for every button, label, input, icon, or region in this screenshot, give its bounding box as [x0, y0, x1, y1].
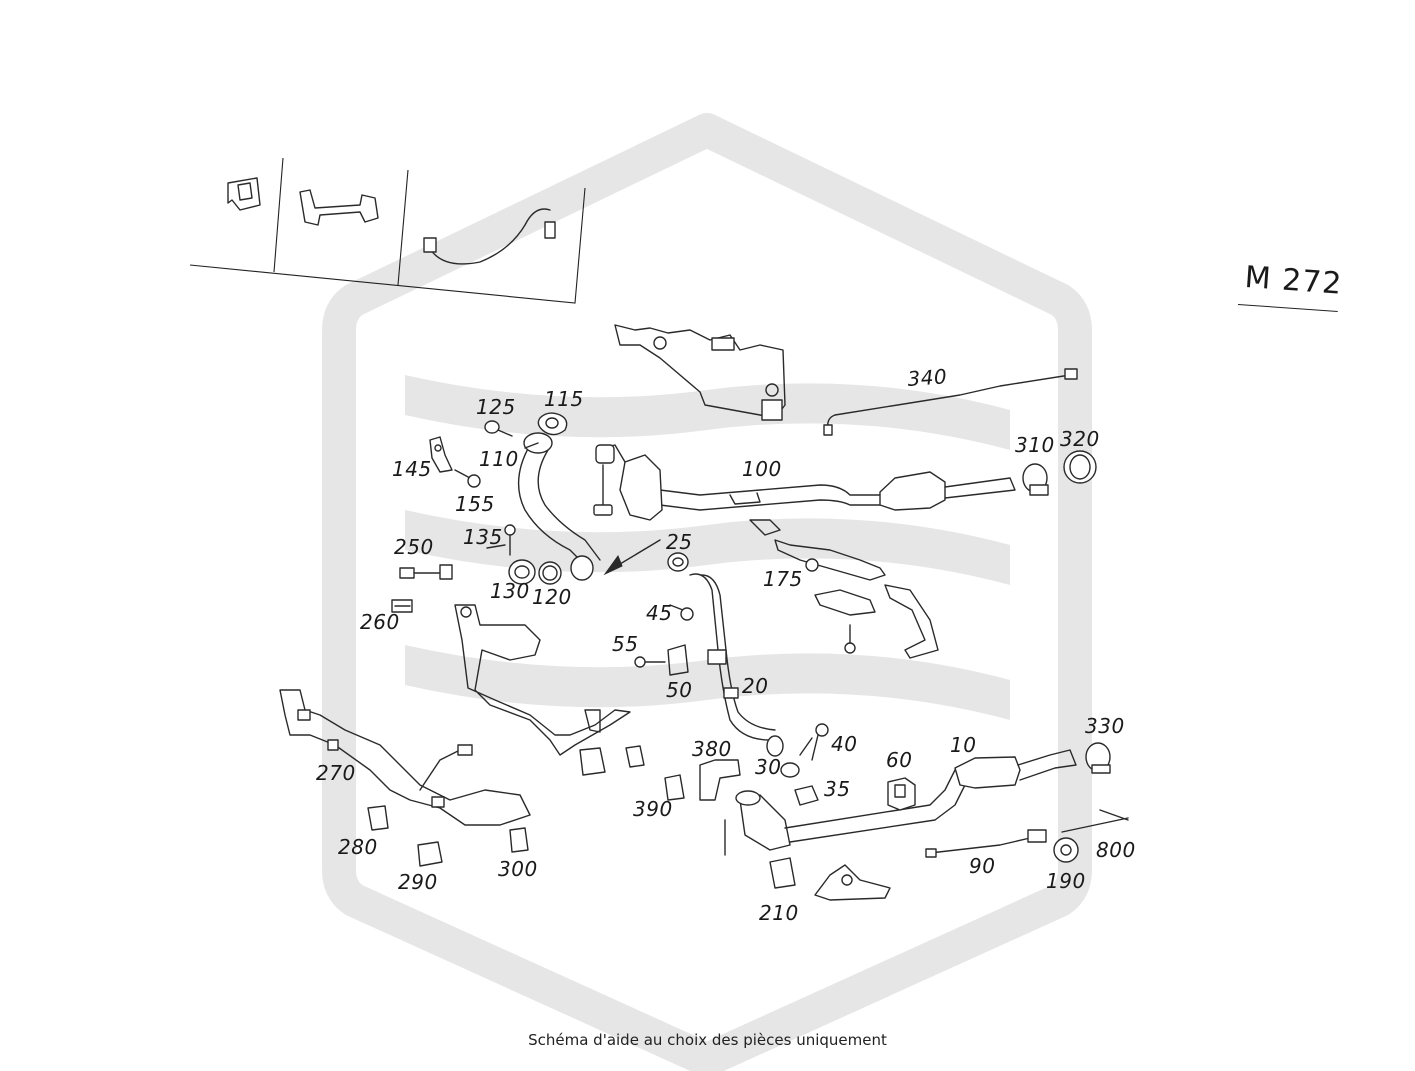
callout-135[interactable]: 135 [463, 525, 503, 549]
bolt-135 [504, 524, 516, 556]
exhaust-hanger [814, 864, 891, 901]
direction-arrow [603, 539, 661, 576]
bolt-45 [669, 604, 694, 621]
callout-40[interactable]: 40 [831, 732, 857, 756]
bolt-55 [634, 656, 666, 668]
callout-250[interactable]: 250 [394, 535, 434, 559]
callout-25[interactable]: 25 [666, 530, 692, 554]
callout-55[interactable]: 55 [612, 632, 638, 656]
callout-120[interactable]: 120 [532, 585, 572, 609]
inset-panel [189, 157, 586, 304]
bracket-270 [279, 689, 531, 826]
clip-210 [769, 857, 796, 889]
clip-290 [417, 841, 443, 867]
callout-115[interactable]: 115 [544, 387, 584, 411]
cable-800 [1061, 817, 1129, 833]
bolt-125 [484, 420, 513, 437]
clip-390 [579, 745, 685, 801]
seal-120 [538, 561, 562, 585]
callout-130[interactable]: 130 [490, 579, 530, 603]
callout-210[interactable]: 210 [759, 901, 799, 925]
clip-300 [509, 827, 529, 853]
callout-270[interactable]: 270 [316, 761, 356, 785]
callout-330[interactable]: 330 [1085, 714, 1125, 738]
diagram-caption: Schéma d'aide au choix des pièces unique… [528, 1031, 887, 1049]
callout-100[interactable]: 100 [742, 457, 782, 481]
callout-60[interactable]: 60 [886, 748, 912, 772]
upper-bracket [614, 324, 786, 421]
mount-60 [887, 777, 916, 811]
callout-110[interactable]: 110 [479, 447, 519, 471]
part-190 [1053, 837, 1079, 863]
pipe-10 [724, 749, 1077, 856]
holder-380 [699, 759, 741, 801]
callout-190[interactable]: 190 [1046, 869, 1086, 893]
bolt-40 [811, 723, 829, 761]
callout-125[interactable]: 125 [476, 395, 516, 419]
callout-10[interactable]: 10 [950, 733, 976, 757]
callout-290[interactable]: 290 [398, 870, 438, 894]
callout-175[interactable]: 175 [763, 567, 803, 591]
callout-390[interactable]: 390 [633, 797, 673, 821]
watermark-logo [322, 113, 1092, 1071]
clamp-130 [508, 559, 536, 585]
oxygen-sensor-340 [823, 368, 1078, 436]
callout-800[interactable]: 800 [1096, 838, 1136, 862]
bolt-155 [454, 469, 481, 488]
callout-260[interactable]: 260 [360, 610, 400, 634]
bracket-145 [429, 436, 453, 473]
callout-300[interactable]: 300 [498, 857, 538, 881]
callout-145[interactable]: 145 [392, 457, 432, 481]
clamp-35 [794, 785, 819, 806]
bracket-175 [749, 519, 939, 659]
callout-35[interactable]: 35 [824, 777, 850, 801]
sensor-90 [925, 829, 1047, 858]
callout-380[interactable]: 380 [692, 737, 732, 761]
seal-320 [1063, 450, 1097, 484]
callout-280[interactable]: 280 [338, 835, 378, 859]
callout-155[interactable]: 155 [455, 492, 495, 516]
gasket-30 [780, 762, 800, 778]
callout-320[interactable]: 320 [1060, 427, 1100, 451]
clip-280 [367, 805, 389, 831]
callout-340[interactable]: 340 [907, 364, 948, 391]
sensor-connector-250 [399, 564, 453, 580]
pipe-100 [593, 444, 1016, 521]
bracket-50 [667, 644, 689, 676]
callout-50[interactable]: 50 [666, 678, 692, 702]
leader-lines [486, 442, 1129, 821]
callout-310[interactable]: 310 [1015, 433, 1055, 457]
gasket-115 [537, 412, 568, 436]
engine-model-label: M 272 [1243, 260, 1344, 302]
clamp-310 [1022, 463, 1049, 496]
connector-260 [391, 599, 413, 613]
clamp-330 [1085, 742, 1111, 774]
callout-45[interactable]: 45 [646, 601, 672, 625]
callout-90[interactable]: 90 [969, 854, 995, 878]
gasket-25 [667, 552, 689, 572]
callouts: 340 125 115 100 310 320 110 145 155 135 … [316, 364, 1136, 925]
pipe-20 [689, 573, 784, 757]
callout-30[interactable]: 30 [755, 755, 781, 779]
callout-20[interactable]: 20 [742, 674, 768, 698]
main-bracket [454, 604, 631, 756]
